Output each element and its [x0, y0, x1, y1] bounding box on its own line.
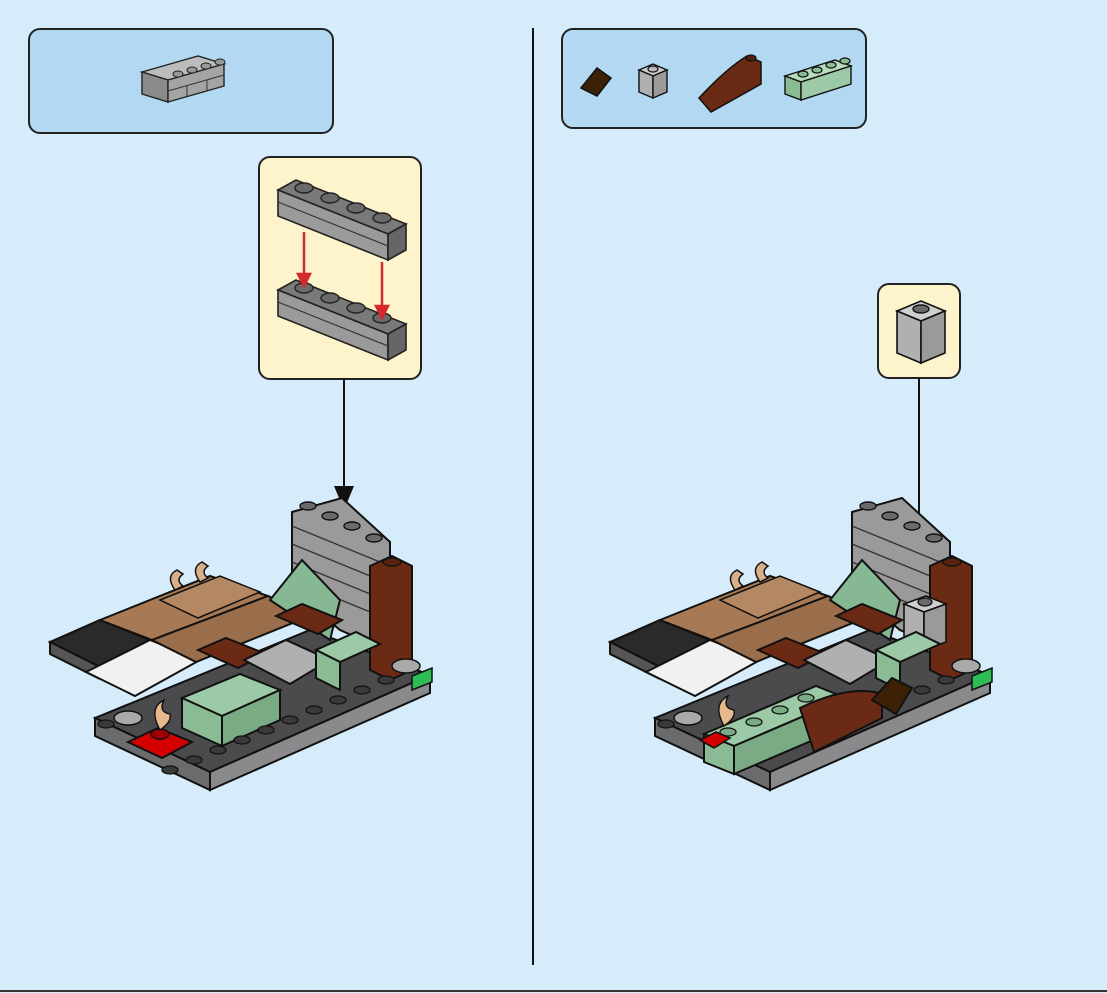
light-grey-brick-1x1-icon — [639, 64, 667, 98]
dark-grey-masonry-brick-1x4-icon — [30, 30, 336, 136]
page-bottom-rule — [0, 990, 1107, 992]
dark-brown-slope-icon — [581, 68, 611, 96]
reddish-brown-curved-slope-icon — [699, 55, 761, 112]
light-grey-brick-1x1-callout-icon — [879, 285, 963, 381]
step-2-parts-art — [563, 30, 869, 131]
step-1-model-illustration — [40, 490, 440, 810]
sand-green-brick-1x4-icon — [785, 58, 851, 100]
step-divider-line — [532, 28, 534, 965]
step-2-model-illustration — [600, 490, 1000, 810]
step-1-sub-assembly-callout — [258, 156, 422, 380]
step-1-parts-box — [28, 28, 334, 134]
step-2-parts-box — [561, 28, 867, 129]
brick-stack-callout-art — [260, 158, 424, 382]
step-2-sub-assembly-callout — [877, 283, 961, 379]
